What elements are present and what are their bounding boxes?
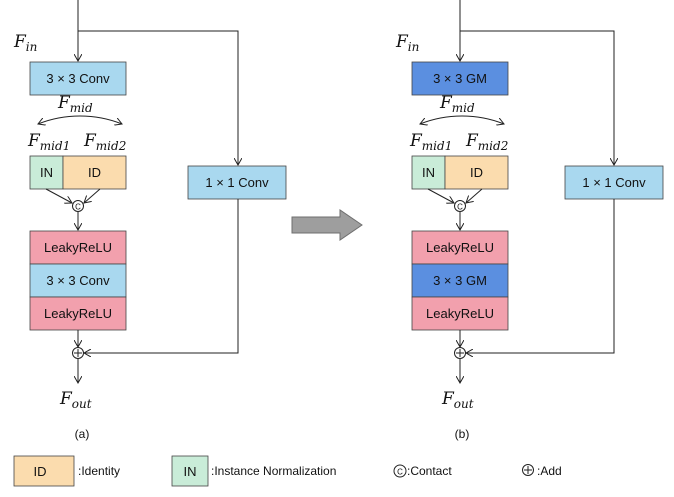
conv1-label-a: 3 × 3 Conv: [46, 71, 110, 86]
conv2-box-a: [29, 263, 127, 298]
leaky1-box-b: [411, 230, 509, 265]
id-label-b: ID: [470, 165, 483, 180]
gm1-label-b: 3 × 3 GM: [433, 71, 487, 86]
legend-add-text: :Add: [537, 464, 562, 478]
id-box-a: [62, 155, 127, 190]
fin-label-a: Fin: [13, 32, 37, 54]
fout-label-b: Fout: [441, 389, 474, 411]
fmid2-label-b: Fmid2: [465, 131, 508, 153]
split-arrow-right-b: [461, 115, 504, 124]
in-to-concat-arrow-a: [45, 188, 72, 203]
skip-branch-arrow-b: [460, 30, 614, 165]
fin-label-b: Fin: [395, 32, 419, 54]
transition-arrow: [291, 209, 363, 241]
in-box-a: [29, 155, 64, 190]
leaky1-box-a: [29, 230, 127, 265]
skip-conv-label-a: 1 × 1 Conv: [205, 175, 269, 190]
legend-in-text: :Instance Normalization: [211, 464, 336, 478]
leaky2-box-a: [29, 296, 127, 331]
fout-label-a: Fout: [59, 389, 92, 411]
fmid1-label-b: Fmid1: [409, 131, 452, 153]
fmid-label-b: Fmid: [439, 93, 475, 115]
split-arrow-left-a: [38, 115, 81, 124]
legend-concat-symbol: C: [397, 468, 403, 477]
legend-concat-text: :Contact: [407, 464, 452, 478]
skip-conv-box-b: [564, 165, 664, 200]
id-to-concat-arrow-b: [466, 188, 483, 203]
concat-node-a: [72, 200, 84, 212]
id-label-a: ID: [88, 165, 101, 180]
split-arrow-right-a: [79, 115, 122, 124]
leaky1-label-a: LeakyReLU: [44, 240, 112, 255]
caption-b: (b): [455, 427, 470, 441]
concat-symbol-a: C: [75, 203, 81, 212]
skip-conv-label-b: 1 × 1 Conv: [582, 175, 646, 190]
legend-id-box-label: ID: [34, 464, 47, 479]
conv2-label-a: 3 × 3 Conv: [46, 273, 110, 288]
leaky2-box-b: [411, 296, 509, 331]
skip-to-add-arrow-a: [84, 199, 239, 353]
legend-in-swatch: [171, 455, 209, 487]
gm1-box-b: [411, 61, 509, 96]
skip-conv-box-a: [187, 165, 287, 200]
id-box-b: [444, 155, 509, 190]
legend-id-text: :Identity: [78, 464, 120, 478]
id-to-concat-arrow-a: [84, 188, 101, 203]
legend-id-swatch: [13, 455, 75, 487]
skip-to-add-arrow-b: [466, 199, 615, 353]
gm2-label-b: 3 × 3 GM: [433, 273, 487, 288]
concat-node-b: [454, 200, 466, 212]
in-box-b: [411, 155, 446, 190]
legend: ID :Identity IN :Instance Normalization …: [13, 455, 562, 487]
split-arrow-left-b: [420, 115, 463, 124]
leaky2-label-a: LeakyReLU: [44, 306, 112, 321]
legend-concat-icon: [393, 464, 407, 478]
in-label-a: IN: [40, 165, 53, 180]
leaky1-label-b: LeakyReLU: [426, 240, 494, 255]
concat-symbol-b: C: [457, 203, 463, 212]
fmid-label-a: Fmid: [57, 93, 93, 115]
skip-branch-arrow-a: [78, 30, 238, 165]
in-to-concat-arrow-b: [427, 188, 454, 203]
conv1-box-a: [29, 61, 127, 96]
leaky2-label-b: LeakyReLU: [426, 306, 494, 321]
big-right-arrow: [291, 209, 363, 241]
caption-a: (a): [75, 427, 90, 441]
fmid1-label-a: Fmid1: [27, 131, 70, 153]
gm2-box-b: [411, 263, 509, 298]
panel-a: Fin 3 × 3 Conv Fmid Fmid1 Fmid2 IN ID C …: [13, 0, 287, 441]
in-label-b: IN: [422, 165, 435, 180]
legend-in-box-label: IN: [184, 464, 197, 479]
panel-b: Fin 3 × 3 GM Fmid Fmid1 Fmid2 IN ID C Le…: [395, 0, 664, 441]
fmid2-label-a: Fmid2: [83, 131, 126, 153]
